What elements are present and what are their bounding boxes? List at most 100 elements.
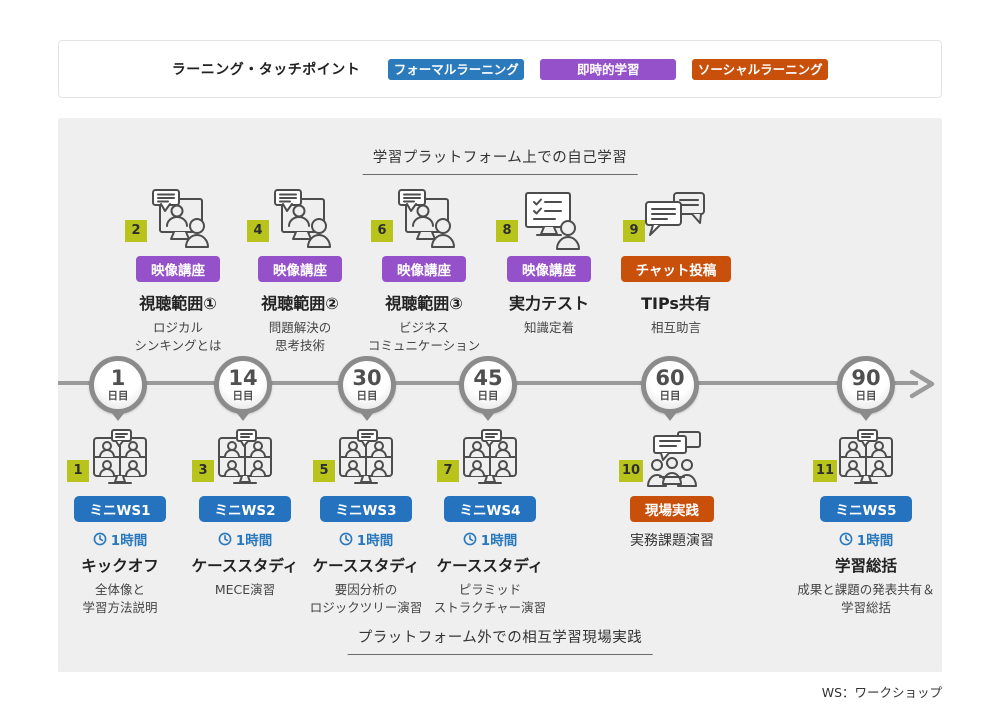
item-description: 実務課題演習 [630,533,714,549]
item-title: 視聴範囲② [261,294,339,313]
chat-post-icon [638,188,714,254]
day-unit: 日目 [232,390,254,403]
duration-row: 1時間 [271,529,461,549]
day-marker-tail [111,412,125,421]
category-badge: ミニWS5 [820,496,912,522]
clock-icon [839,532,853,546]
item-title: 視聴範囲③ [385,294,463,313]
item-description: 要因分析の ロジックツリー演習 [309,582,423,616]
touchpoint-item-7: 7 ミニWS4 1時間 ケーススタディ ピラミッド ストラクチャー演習 [395,428,585,617]
day-unit: 日目 [477,390,499,403]
clock-icon [218,532,232,546]
touchpoint-item-9: 9 チャット投稿 TIPs共有 相互助言 [581,188,771,337]
video-workshop-icon [82,428,158,494]
duration-row: 1時間 [150,529,340,549]
outside-platform-section-title: プラットフォーム外での相互学習現場実践 [347,626,653,655]
video-workshop-icon [452,428,528,494]
touchpoint-item-11: 11 ミニWS5 1時間 学習総括 成果と課題の発表共有＆ 学習総括 [771,428,961,617]
sequence-number-badge: 6 [371,220,393,242]
sequence-number-badge: 10 [619,460,644,482]
day-number: 1 [110,366,126,391]
category-badge: 映像講座 [136,256,220,282]
sequence-number-badge: 9 [623,220,645,242]
icon-zone: 8 [454,188,644,254]
video-lecture-icon [262,188,338,254]
clock-icon [463,532,477,546]
touchpoint-item-8: 8 映像講座 実力テスト 知識定着 [454,188,644,337]
day-marker-tail [481,412,495,421]
duration-label: 1時間 [235,533,273,549]
item-title: ケーススタディ [436,557,544,575]
duration-label: 1時間 [480,533,518,549]
touchpoint-item-5: 5 ミニWS3 1時間 ケーススタディ 要因分析の ロジックツリー演習 [271,428,461,617]
touchpoint-item-10: 10 現場実践 実務課題演習 [577,428,767,550]
item-description: ピラミッド ストラクチャー演習 [433,582,547,616]
day-marker-tail [859,412,873,421]
touchpoint-item-4: 4 映像講座 視聴範囲② 問題解決の 思考技術 [205,188,395,355]
icon-zone: 9 [581,188,771,254]
day-number: 14 [228,366,258,391]
category-badge: ミニWS4 [444,496,536,522]
category-badge: ミニWS3 [320,496,412,522]
self-learning-section-title: 学習プラットフォーム上での自己学習 [362,146,638,175]
icon-zone: 3 [150,428,340,494]
day-number: 30 [352,366,382,391]
sequence-number-badge: 5 [313,460,335,482]
item-title: ケーススタディ [191,557,299,575]
duration-row: 1時間 [25,529,215,549]
day-number: 45 [473,366,503,391]
sequence-number-badge: 7 [437,460,459,482]
category-badge: 映像講座 [258,256,342,282]
icon-zone: 6 [329,188,519,254]
clock-icon [93,532,107,546]
icon-zone: 4 [205,188,395,254]
item-description: 問題解決の 思考技術 [268,320,332,354]
icon-zone: 2 [83,188,273,254]
item-title: ケーススタディ [312,557,420,575]
day-number: 90 [851,366,881,391]
group-practice-icon [634,428,710,494]
duration-row: 1時間 [395,529,585,549]
legend-badge-formal-learning: フォーマルラーニング [388,58,525,80]
sequence-number-badge: 11 [813,460,838,482]
category-badge: チャット投稿 [620,256,732,282]
icon-zone: 7 [395,428,585,494]
duration-label: 1時間 [110,533,148,549]
video-workshop-icon [328,428,404,494]
icon-zone: 10 [577,428,767,494]
duration-label: 1時間 [356,533,394,549]
item-description: 相互助言 [650,320,701,335]
category-badge: ミニWS1 [74,496,166,522]
touchpoint-item-3: 3 ミニWS2 1時間 ケーススタディ MECE演習 [150,428,340,599]
sequence-number-badge: 4 [247,220,269,242]
day-marker-tail [360,412,374,421]
day-number: 60 [655,366,685,391]
footnote-ws-abbreviation: WS：ワークショップ [821,685,942,700]
item-description: 知識定着 [523,320,574,335]
duration-label: 1時間 [856,533,894,549]
touchpoint-item-6: 6 映像講座 視聴範囲③ ビジネス コミュニケーション [329,188,519,355]
touchpoint-item-2: 2 映像講座 視聴範囲① ロジカル シンキングとは [83,188,273,355]
item-description: MECE演習 [214,582,276,597]
item-title: 実力テスト [508,294,589,313]
item-description: 全体像と 学習方法説明 [82,582,158,616]
day-unit: 日目 [107,390,129,403]
item-description: ロジカル シンキングとは [134,320,222,354]
category-badge: 映像講座 [382,256,466,282]
day-marker-tail [663,412,677,421]
category-badge: 現場実践 [630,496,714,522]
video-workshop-icon [828,428,904,494]
item-description: ビジネス コミュニケーション [367,320,481,354]
timeline-arrowhead-icon [909,369,935,399]
legend-title: ラーニング・タッチポイント [171,62,361,78]
item-title: キックオフ [81,557,159,575]
sequence-number-badge: 3 [192,460,214,482]
touchpoint-item-1: 1 ミニWS1 1時間 キックオフ 全体像と 学習方法説明 [25,428,215,617]
sequence-number-badge: 8 [496,220,518,242]
sequence-number-badge: 2 [125,220,147,242]
